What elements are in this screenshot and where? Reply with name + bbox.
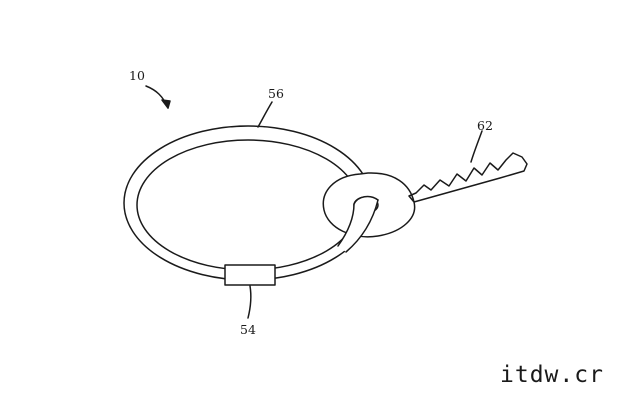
ring-segment-back	[337, 203, 355, 247]
ring-sleeve	[224, 264, 276, 286]
leader-line-54	[247, 285, 252, 319]
label-assembly-10: 10	[129, 68, 145, 83]
label-key-62: 62	[477, 118, 493, 133]
label-sleeve-54: 54	[240, 322, 256, 337]
watermark-text: itdw.cr	[500, 362, 604, 388]
ring-segment-front	[345, 199, 379, 253]
key-bow	[322, 152, 528, 238]
ring-segment-top	[353, 195, 379, 205]
ring-through-keyhole	[338, 196, 378, 252]
label-ring-56: 56	[268, 86, 284, 101]
leader-line-62	[470, 130, 483, 163]
leader-line-56	[257, 101, 273, 128]
leader-arrowhead-10	[161, 99, 171, 109]
